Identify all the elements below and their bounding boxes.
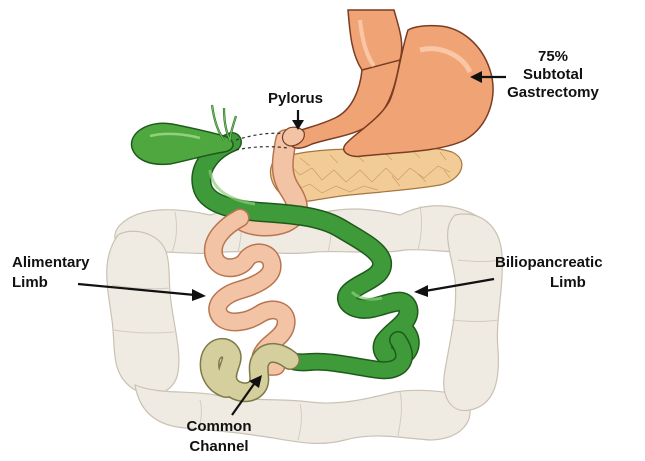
biliopancreatic-arrow-head	[414, 285, 428, 297]
gastrectomy-label-line1: 75%	[538, 48, 568, 65]
alimentary-label-line1: Alimentary	[12, 254, 90, 271]
gastrectomy-label-line2: Subtotal	[523, 66, 583, 83]
alimentary-arrow-head	[192, 289, 206, 301]
stomach	[283, 10, 493, 156]
label-pylorus: Pylorus	[268, 90, 323, 130]
alimentary-label-line2: Limb	[12, 274, 48, 291]
common-channel-label-line1: Common	[187, 418, 252, 435]
gallbladder	[132, 105, 288, 164]
biliopancreatic-label-line2: Limb	[550, 274, 586, 291]
biliopancreatic-label-line1: Biliopancreatic	[495, 254, 603, 271]
label-biliopancreatic: Biliopancreatic Limb	[414, 254, 603, 297]
pylorus-label: Pylorus	[268, 90, 323, 107]
gastrectomy-label-line3: Gastrectomy	[507, 84, 599, 101]
common-channel-label-line2: Channel	[189, 438, 248, 455]
colon	[107, 206, 503, 444]
